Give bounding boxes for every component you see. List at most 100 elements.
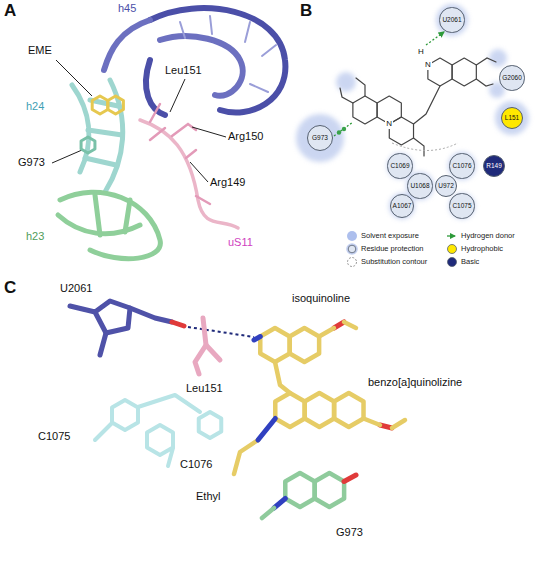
residue-circle: A1067 (390, 194, 415, 219)
hydrogen-bond (188, 327, 254, 337)
ligand-bonds (340, 88, 353, 103)
h45-helix (146, 60, 165, 115)
nitrogen-atom (258, 419, 275, 441)
ring-bond (112, 400, 138, 430)
eme-sticks (392, 420, 405, 428)
ring-bond (275, 393, 304, 427)
ring-bond (260, 328, 289, 362)
h45-bases (180, 22, 185, 38)
structure-label: C1076 (180, 458, 212, 471)
protection-halo (448, 152, 476, 180)
h45-bases (180, 16, 276, 92)
residue-label: A1067 (393, 203, 412, 210)
h24-helix (72, 80, 123, 192)
ring-bond (81, 137, 95, 153)
residue-label: U1068 (410, 183, 429, 190)
ring-bond (92, 96, 108, 114)
residue-circle: C1069 (387, 153, 412, 178)
legend-symbol (347, 231, 357, 241)
legend-item: Residue protection (346, 243, 424, 255)
ligand-bonds (476, 58, 496, 65)
legend-symbol (447, 235, 455, 236)
solvent-halo (489, 49, 507, 67)
legend-item: Solvent exposure (346, 230, 419, 242)
legend-swatch (346, 243, 358, 255)
panel-letter: C (4, 278, 16, 298)
ligand-bonds (476, 79, 493, 86)
structure-label: h23 (26, 230, 44, 243)
legend-swatch (446, 243, 458, 255)
g973-sticks (262, 508, 274, 518)
ring-bond (452, 58, 476, 86)
u2061-sticks (130, 308, 172, 322)
leader-line (170, 79, 185, 112)
ligand-bonds (414, 86, 441, 124)
u2061-sticks (70, 301, 172, 355)
h45-helix (104, 8, 285, 115)
interaction-dot (337, 127, 346, 135)
legend-swatch (446, 230, 458, 242)
interaction-dot (342, 127, 346, 131)
residue-label: G973 (312, 135, 328, 142)
leader-line (56, 60, 92, 96)
structure-label: Leu151 (186, 382, 223, 395)
legend-halo (346, 243, 358, 255)
residue-label: C1069 (390, 163, 409, 170)
g973-sticks (262, 508, 274, 518)
hydrogen-bond (188, 327, 254, 337)
c1075-c1076-sticks (168, 448, 173, 466)
panel-letter: B (300, 1, 312, 21)
legend-item: Basic (446, 256, 479, 268)
residue-label: G2060 (502, 75, 522, 82)
residue-circle: L151 (501, 107, 523, 129)
leader-line (52, 150, 82, 163)
interaction-line (334, 32, 444, 136)
leader-line (52, 60, 226, 182)
h45-helix (104, 20, 150, 70)
leader-line (190, 162, 208, 182)
structure-label: Arg150 (228, 130, 263, 143)
nitrogen-atom (254, 337, 285, 509)
eme-sticks (319, 328, 334, 337)
residue-circle: U1068 (407, 173, 432, 198)
panel-letter: A (4, 1, 16, 21)
c1075-c1076-sticks (138, 395, 200, 412)
us11-sidechains (196, 196, 210, 204)
structure-label: benzo[a]quinolizine (368, 376, 462, 389)
residue-circle: R149 (483, 155, 505, 177)
ring-bond (315, 473, 344, 507)
ring-bond (290, 328, 319, 362)
atom-label: N (385, 119, 393, 128)
us11-sidechains (150, 104, 160, 122)
legend-item: Substitution contour (346, 256, 427, 268)
protection-halo (296, 114, 344, 162)
atom-label: H (417, 47, 425, 56)
ring-bond (353, 96, 377, 124)
oxygen-atom (172, 322, 392, 482)
residue-circle: C1076 (449, 153, 474, 178)
solvent-halo (296, 4, 529, 219)
residue-label: C1076 (452, 163, 471, 170)
legend-text: Solvent exposure (361, 232, 419, 240)
legend-text: Hydrogen donor (461, 232, 515, 240)
us11-sidechains (150, 128, 165, 140)
residue-label: L151 (505, 115, 519, 122)
legend-text: Substitution contour (361, 258, 427, 266)
protection-halo (436, 4, 468, 36)
legend-symbol (348, 245, 356, 253)
ligand-bonds (340, 58, 496, 156)
atom-label: N (424, 60, 432, 69)
c1075-c1076-sticks (95, 395, 200, 466)
structure-label: h24 (26, 100, 44, 113)
residue-circle: U972 (435, 175, 457, 197)
legend-item: Hydrophobic (446, 243, 503, 255)
us11-protein (140, 120, 238, 228)
structure-label: G973 (336, 526, 363, 539)
structure-label: Arg149 (210, 176, 245, 189)
ring-bonds (81, 58, 476, 507)
residue-label: C1075 (452, 203, 471, 210)
interaction-dot (337, 130, 341, 134)
h45-bases (262, 45, 276, 56)
leu151-sticks (206, 345, 220, 360)
